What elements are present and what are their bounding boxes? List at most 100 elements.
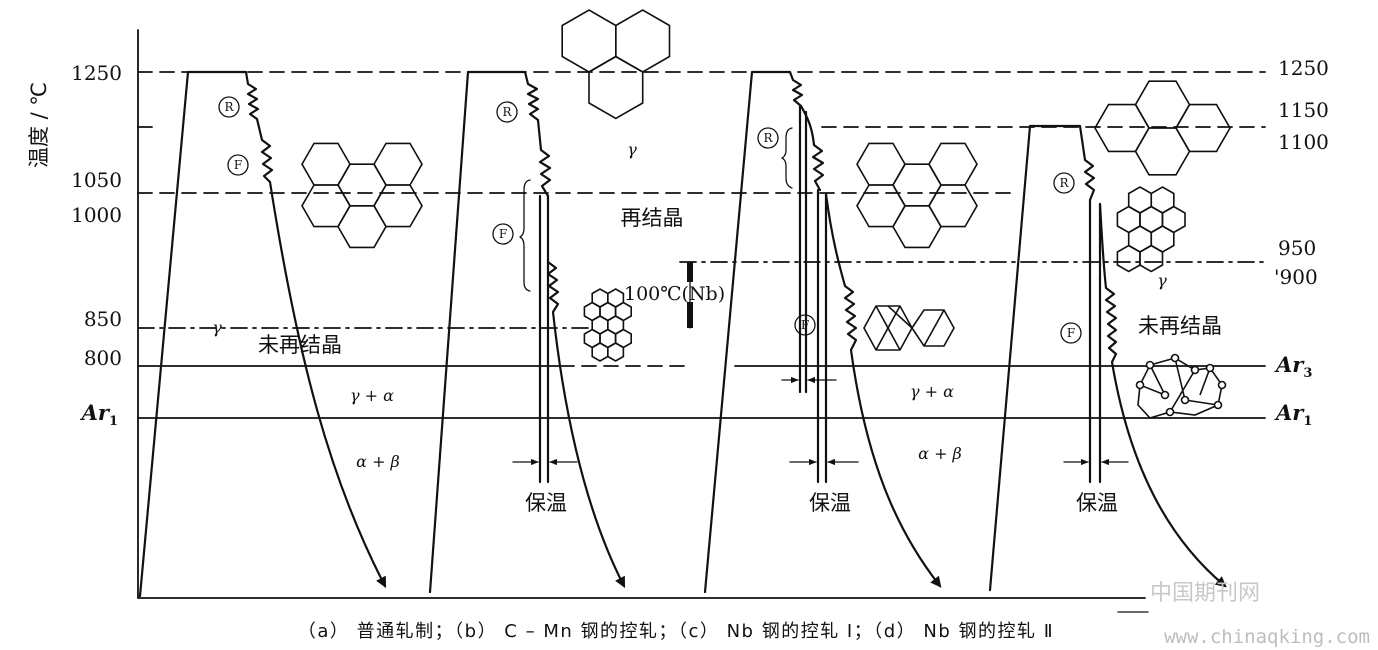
mark-letter: R (1059, 176, 1069, 190)
gamma-label-d: γ (1157, 271, 1167, 290)
deformation-band (887, 305, 913, 329)
ar3-subscript: 3 (1303, 366, 1312, 381)
ar1-symbol: Ar (80, 400, 111, 425)
roughing-mark-c: R (757, 127, 779, 149)
grain-sketch-d-coarse (1094, 80, 1231, 176)
grain-node (1170, 353, 1180, 363)
grain-boundary (1184, 399, 1219, 406)
hexagonal-grain (591, 342, 609, 362)
non-recrystallization-label-a: 未再结晶 (258, 333, 342, 357)
grain-sketch-b-fine (583, 288, 633, 362)
schedule-a (138, 70, 387, 598)
mark-circle (1053, 172, 1075, 194)
right-tick-950: 950 (1278, 236, 1316, 260)
hexagonal-grain (928, 184, 978, 228)
gamma-label-b: γ (627, 140, 637, 159)
grain-node (1190, 365, 1200, 375)
mark-circle (492, 223, 514, 245)
right-tick-ar1: Ar1 (1274, 400, 1312, 429)
left-tick-1250: 1250 (71, 61, 122, 85)
mark-letter: F (1067, 326, 1075, 340)
grain-boundary (1149, 364, 1166, 396)
grain-boundary (1139, 384, 1166, 396)
pass-marks: R F R F R F R F (218, 96, 1082, 344)
grain-node (1180, 395, 1190, 405)
hexagonal-grain (588, 55, 644, 120)
grain-sketch-d-transformed (1135, 353, 1227, 419)
schedule-c-finishing-cooling (824, 192, 942, 588)
grain-sketch-c-recrystallized (856, 142, 978, 249)
right-tick-1150: 1150 (1278, 98, 1329, 122)
left-tick-ar1: Ar1 (80, 400, 118, 429)
ar3-symbol: Ar (1274, 352, 1305, 377)
grain-sketch-b-coarse (561, 9, 671, 120)
right-tick-ar3: Ar3 (1274, 352, 1312, 381)
hexagonal-grain (892, 205, 942, 249)
alpha-beta-label-right: α + β (918, 444, 962, 463)
right-tick-900: '900 (1274, 265, 1318, 289)
hexagonal-grain (856, 142, 906, 186)
roughing-mark-b: R (496, 101, 518, 123)
hexagonal-grain (561, 9, 617, 73)
ar1-symbol: Ar (1274, 400, 1305, 425)
temperature-reference-lines (137, 71, 1266, 419)
schedule-d-finishing-cooling (1098, 202, 1227, 588)
finishing-mark-c: F (794, 314, 816, 336)
hexagonal-grain (928, 142, 978, 186)
mark-circle (496, 101, 518, 123)
finishing-mark-b: F (492, 223, 514, 245)
ferrite-grain-outline (1137, 357, 1223, 419)
roughing-mark-d: R (1053, 172, 1075, 194)
deformation-band (875, 305, 901, 351)
watermark-site: 中国期刊网 (1150, 581, 1260, 606)
gamma-alpha-label-left: γ + α (350, 386, 394, 405)
hexagonal-grain (337, 163, 387, 207)
hexagonal-grain (373, 184, 423, 228)
nb-raise-bracket: 100℃(Nb) (624, 261, 725, 329)
schedule-b-heating-roughing (428, 70, 552, 594)
hexagonal-grain (1139, 244, 1164, 273)
mark-letter: R (502, 105, 512, 119)
grain-sketch-a-coarse (301, 142, 423, 249)
hexagonal-grain (1094, 103, 1150, 153)
grain-node (1217, 380, 1227, 390)
alpha-beta-label-left: α + β (356, 452, 400, 471)
right-tick-1250: 1250 (1278, 56, 1329, 80)
schedule-b-finishing-cooling (546, 260, 626, 588)
schedule-a-curve (138, 70, 387, 598)
schedule-b (428, 70, 626, 594)
hexagonal-grain (856, 184, 906, 228)
mark-circle (1060, 322, 1082, 344)
grain-boundary (1174, 357, 1186, 401)
mark-letter: F (801, 318, 809, 332)
hexagonal-grain (892, 163, 942, 207)
grain-nodes (1135, 353, 1227, 417)
mark-circle (757, 127, 779, 149)
schedule-b-finishing-bracket (519, 179, 531, 292)
mark-circle (218, 96, 240, 118)
axes (137, 29, 1149, 613)
schedule-d (988, 124, 1227, 592)
left-tick-labels: 1250 1050 1000 850 800 Ar1 (71, 61, 122, 429)
hexagonal-grain (606, 342, 625, 362)
pancake-grain (911, 309, 955, 347)
hexagonal-grain (337, 205, 387, 249)
grain-sketch-d-recrystallized (1116, 186, 1186, 273)
left-tick-850: 850 (84, 307, 122, 331)
nb-raise-bar-bottom (687, 302, 693, 328)
hexagonal-grain (614, 9, 671, 73)
grain-node (1205, 363, 1215, 373)
grain-node (1160, 390, 1170, 400)
gamma-alpha-label-right: γ + α (910, 382, 954, 401)
nb-raise-label: 100℃(Nb) (624, 283, 725, 305)
ar1-subscript: 1 (109, 414, 118, 429)
grain-node (1213, 400, 1223, 410)
mark-circle (227, 154, 249, 176)
roughing-mark-a: R (218, 96, 240, 118)
mark-circle (794, 314, 816, 336)
schedule-c-intermediate-pass (811, 143, 825, 192)
region-labels: 再结晶 未再结晶 未再结晶 γ γ γ γ + α γ + α α + β α … (212, 140, 1222, 515)
mark-letter: F (234, 158, 242, 172)
figure-caption: （a） 普通轧制；（b） C – Mn 钢的控轧；（c） Nb 钢的控轧 I；（… (298, 621, 1054, 642)
